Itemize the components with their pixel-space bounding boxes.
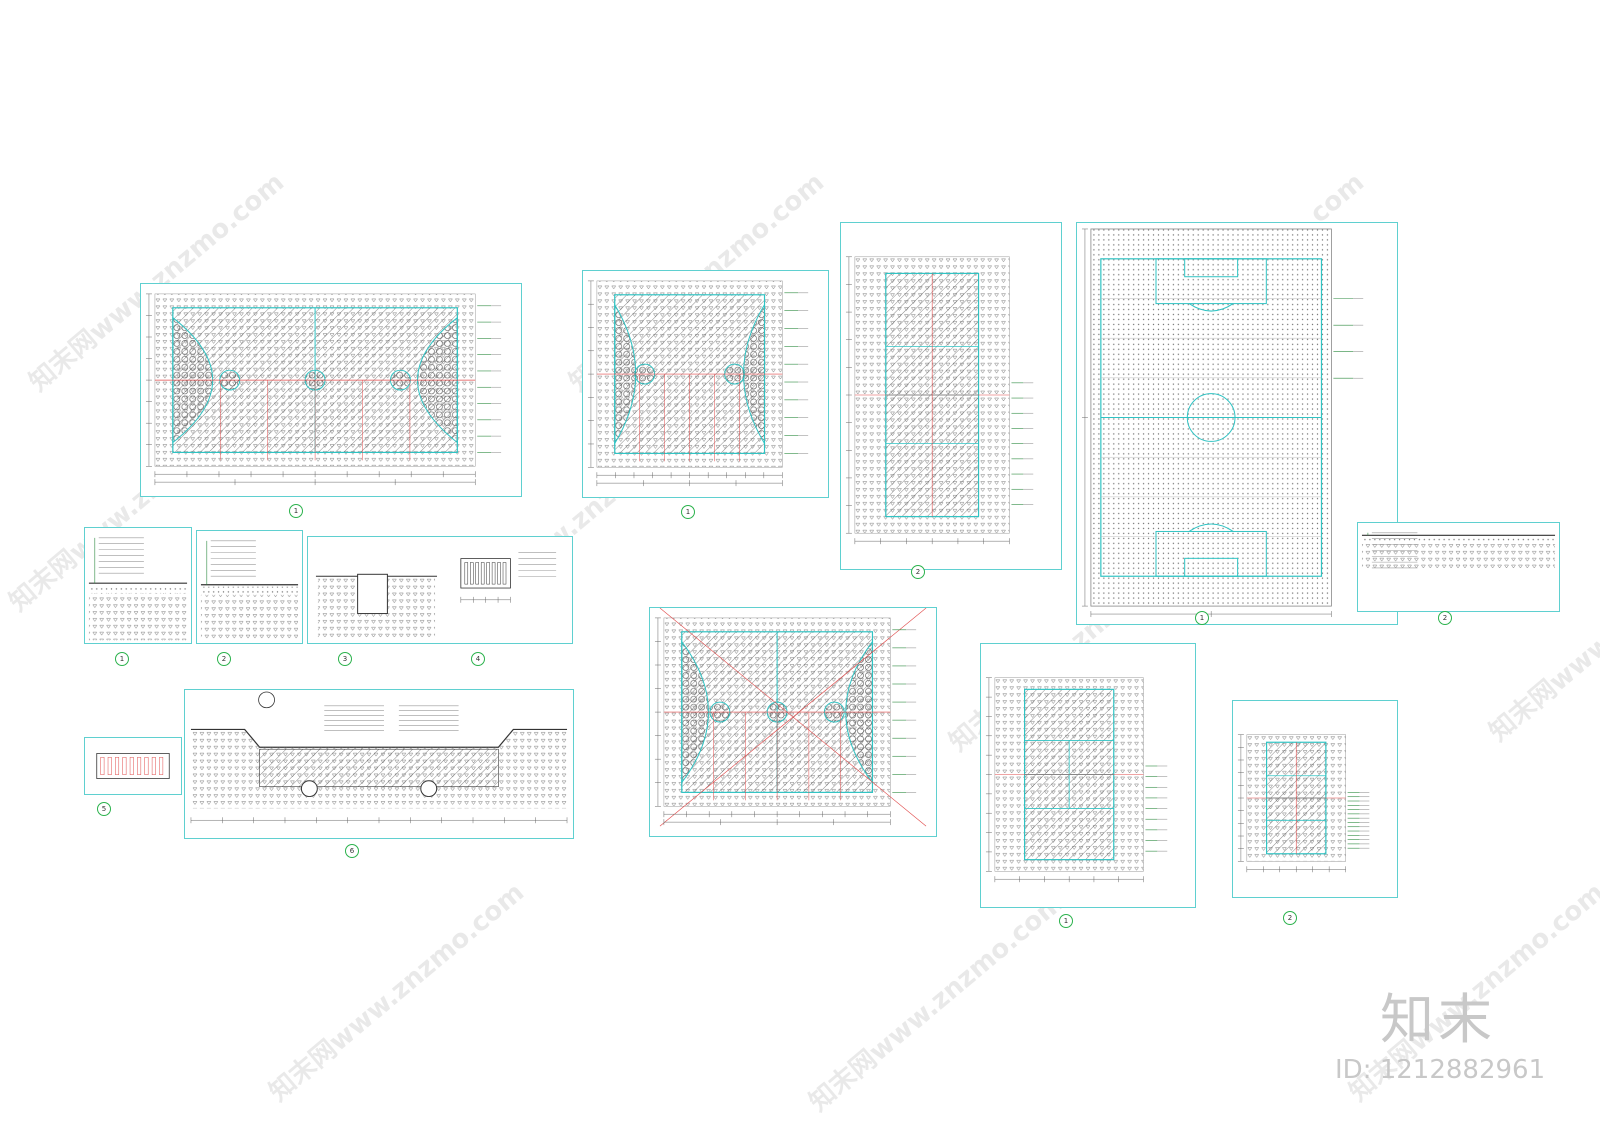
- grate-slot: [129, 757, 134, 775]
- base-layer: [88, 585, 188, 594]
- court-drawing: [985, 677, 1168, 883]
- grate-slot: [159, 757, 164, 775]
- grate-slot: [480, 562, 485, 585]
- subgrade-layer: [88, 593, 188, 641]
- detail-number: 1: [681, 505, 695, 519]
- detail-number: 5: [97, 802, 111, 816]
- grate-slot: [470, 562, 474, 585]
- section-drawing: [190, 691, 568, 824]
- section-drawing: [315, 552, 557, 638]
- court-drawing: [145, 293, 502, 486]
- center-circle: [1186, 393, 1236, 442]
- detail-callout: [258, 691, 275, 709]
- court-drawing: [1237, 734, 1370, 873]
- grate-slot: [144, 757, 149, 775]
- drain-pipe: [420, 780, 438, 798]
- grate-slot: [107, 757, 112, 775]
- detail-number: 4: [471, 652, 485, 666]
- drainage-long-section: 6: [184, 689, 574, 858]
- detail-number: 2: [911, 565, 925, 579]
- detail-number: 2: [217, 652, 231, 666]
- image-id: ID: 1212882961: [1335, 1055, 1546, 1085]
- grate-slot: [475, 562, 479, 585]
- detail-number: 1: [115, 652, 129, 666]
- grate-frame: [96, 753, 170, 779]
- court-drawing: [587, 280, 809, 487]
- grate-slot: [486, 562, 490, 585]
- brand-logo: 知末: [1380, 988, 1496, 1051]
- detail-number: 2: [1438, 611, 1452, 625]
- detail-number: 1: [1195, 611, 1209, 625]
- court-drawing: [1081, 228, 1364, 618]
- penalty-arc: [1188, 523, 1234, 532]
- volleyball-court-plan: 2: [840, 222, 1062, 579]
- grate-slot: [122, 757, 127, 775]
- badminton-court-plan: 2: [1232, 700, 1398, 925]
- basketball-full-court-plan: 1: [140, 283, 522, 518]
- grate-slot: [100, 757, 105, 775]
- diagonal-line: [659, 608, 927, 827]
- basketball-grid-plan: [649, 607, 937, 837]
- goal-box: [1184, 258, 1239, 278]
- section-drawing: [1361, 532, 1556, 569]
- grate-drawing: [96, 753, 170, 779]
- tennis-court-plan: 1: [980, 643, 1196, 928]
- soccer-section-detail: 2: [1357, 522, 1560, 625]
- detail-number: 3: [338, 652, 352, 666]
- grate-slot: [137, 757, 142, 775]
- grate-plan: [460, 558, 511, 589]
- subgrade-layer: [1361, 542, 1556, 569]
- soccer-field-plan: 1: [1076, 222, 1398, 625]
- grate-slot: [491, 562, 496, 585]
- goal-box: [1184, 557, 1239, 577]
- detail-number: 6: [345, 844, 359, 858]
- grate-slot: [151, 757, 156, 775]
- drain-pipe: [300, 780, 318, 798]
- gravel-bed: [259, 748, 499, 787]
- grate-detail: 5: [84, 737, 182, 816]
- basketball-half-court-plan: 1: [582, 270, 829, 519]
- grate-slot: [464, 562, 469, 585]
- pavement-section-1: 1: [84, 527, 192, 666]
- penalty-arc: [1188, 303, 1234, 312]
- drain-channel: [357, 573, 388, 615]
- section-drawing: [200, 540, 299, 641]
- detail-number: 1: [1059, 914, 1073, 928]
- detail-number: 2: [1283, 911, 1297, 925]
- section-drawing: [88, 537, 188, 641]
- grate-slot: [502, 562, 507, 585]
- base-layer: [1361, 537, 1556, 543]
- subgrade-layer: [200, 594, 299, 641]
- base-layer: [200, 586, 299, 595]
- detail-number: 1: [289, 504, 303, 518]
- pavement-section-2: 2: [196, 530, 303, 666]
- court-drawing: [654, 608, 927, 827]
- grate-slot: [497, 562, 501, 585]
- watermark-text: 知末网www.znzmo.com: [803, 887, 1070, 1118]
- grate-slot: [115, 757, 120, 775]
- court-drawing: [845, 256, 1034, 545]
- drain-section-detail: 3 4: [307, 536, 573, 666]
- watermark-text: 知末网www.znzmo.com: [263, 877, 530, 1108]
